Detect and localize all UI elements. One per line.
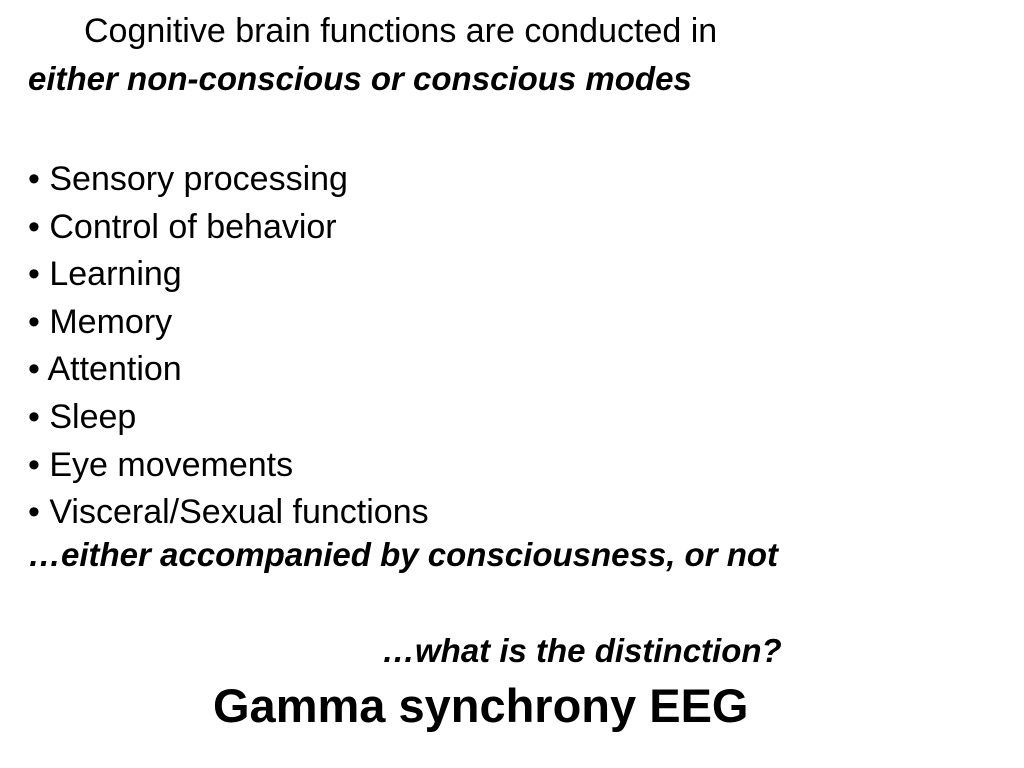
bullet-label: Visceral/Sexual functions (49, 493, 429, 532)
bullet-marker: • (28, 255, 40, 294)
list-item: • Visceral/Sexual functions (28, 489, 429, 537)
intro-text: Cognitive brain functions are conducted … (84, 12, 718, 50)
list-item: • Sensory processing (28, 156, 429, 204)
conclusion-text: …either accompanied by consciousness, or… (28, 536, 779, 573)
bullet-list: • Sensory processing • Control of behavi… (28, 156, 429, 537)
bullet-marker: • (28, 397, 40, 436)
list-item: • Sleep (28, 394, 429, 442)
list-item: • Attention (28, 346, 429, 394)
bullet-label: Memory (49, 302, 173, 341)
bullet-marker: • (28, 350, 40, 389)
bullet-label: Sleep (49, 397, 137, 436)
bullet-label: Control of behavior (49, 207, 337, 246)
bullet-marker: • (28, 302, 40, 341)
bullet-label: Sensory processing (49, 160, 348, 198)
bullet-label: Eye movements (49, 445, 294, 484)
bullet-marker: • (28, 493, 40, 532)
bullet-label: Attention (47, 350, 182, 389)
bullet-marker: • (28, 445, 40, 484)
footer-title: Gamma synchrony EEG (213, 679, 749, 732)
list-item: • Learning (28, 251, 429, 299)
bullet-marker: • (28, 160, 40, 198)
list-item: • Eye movements (28, 442, 429, 490)
list-item: • Memory (28, 299, 429, 347)
question-text: …what is the distinction? (382, 632, 782, 669)
bullet-label: Learning (49, 255, 182, 294)
list-item: • Control of behavior (28, 204, 429, 252)
subtitle-text: either non-conscious or conscious modes (28, 60, 692, 97)
bullet-marker: • (28, 207, 40, 246)
